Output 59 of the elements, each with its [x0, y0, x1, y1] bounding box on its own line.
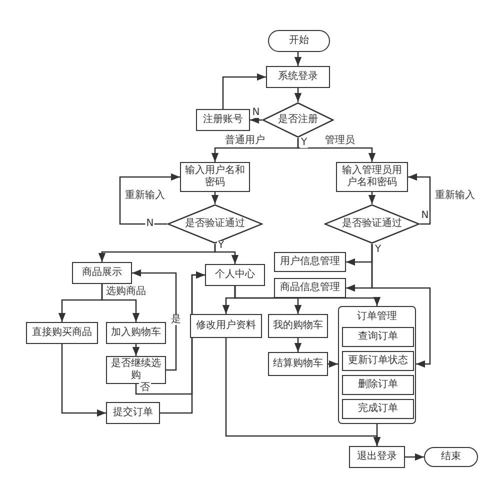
edge-label: 选购商品 — [105, 287, 147, 297]
process-box: 删除订单 — [342, 375, 414, 395]
arrow — [132, 269, 177, 371]
terminal-box: 开始 — [268, 30, 330, 52]
edge-label: 是 — [170, 315, 182, 325]
process-box: 用户信息管理 — [274, 252, 346, 272]
process-box: 直接购买商品 — [26, 322, 98, 344]
process-box: 我的购物车 — [268, 314, 328, 338]
branch-label: Y — [300, 138, 308, 148]
process-box: 完成订单 — [342, 399, 414, 419]
process-box: 系统登录 — [266, 66, 330, 88]
arrow — [211, 192, 219, 204]
process-box: 结算购物车 — [268, 352, 328, 376]
terminal-box: 结束 — [424, 447, 478, 467]
arrow — [250, 116, 262, 124]
node-label: 是否验证通过 — [185, 218, 245, 230]
process-box: 提交订单 — [106, 402, 160, 424]
branch-label: N — [420, 211, 430, 221]
branch-label: Y — [374, 245, 382, 255]
group-heading: 订单管理 — [357, 311, 397, 323]
edge-label: 普通用户 — [224, 136, 266, 146]
group-box — [338, 306, 416, 424]
process-box: 注册账号 — [196, 109, 250, 131]
process-box: 输入管理员用户名和密码 — [336, 162, 408, 192]
arrow — [294, 88, 302, 102]
edge-label: 重新输入 — [124, 191, 166, 201]
branch-label: Y — [216, 241, 226, 251]
process-box: 商品信息管理 — [274, 278, 346, 298]
edge-label: 管理员 — [324, 136, 356, 146]
arrow — [119, 173, 180, 225]
arrow — [405, 453, 424, 461]
node-label: 是否注册 — [278, 114, 318, 126]
arrow — [371, 244, 431, 368]
arrow — [294, 52, 302, 66]
arrow — [368, 192, 376, 204]
branch-label: N — [145, 219, 155, 229]
process-box: 商品展示 — [72, 262, 132, 284]
process-box: 加入购物车 — [106, 322, 166, 344]
edge-label: 重新输入 — [434, 191, 476, 201]
arrow — [61, 344, 106, 417]
arrow — [408, 173, 431, 225]
arrow — [328, 360, 338, 368]
arrow — [214, 244, 239, 264]
process-box: 个人中心 — [205, 264, 265, 286]
node-label: 是否验证通过 — [342, 218, 402, 230]
process-box: 查询订单 — [342, 327, 414, 347]
arrow — [101, 284, 140, 322]
arrow — [234, 286, 381, 306]
process-box: 输入用户名和密码 — [180, 162, 250, 192]
edge-label: 否 — [139, 383, 151, 393]
arrow — [294, 338, 302, 352]
process-box: 更新订单状态 — [342, 351, 414, 371]
process-box: 修改用户资料 — [190, 314, 262, 338]
arrow — [373, 424, 381, 446]
arrow — [297, 138, 376, 162]
edge-label: N — [251, 108, 261, 118]
arrow — [132, 344, 140, 356]
process-box: 退出登录 — [349, 446, 405, 468]
arrow — [222, 73, 266, 109]
